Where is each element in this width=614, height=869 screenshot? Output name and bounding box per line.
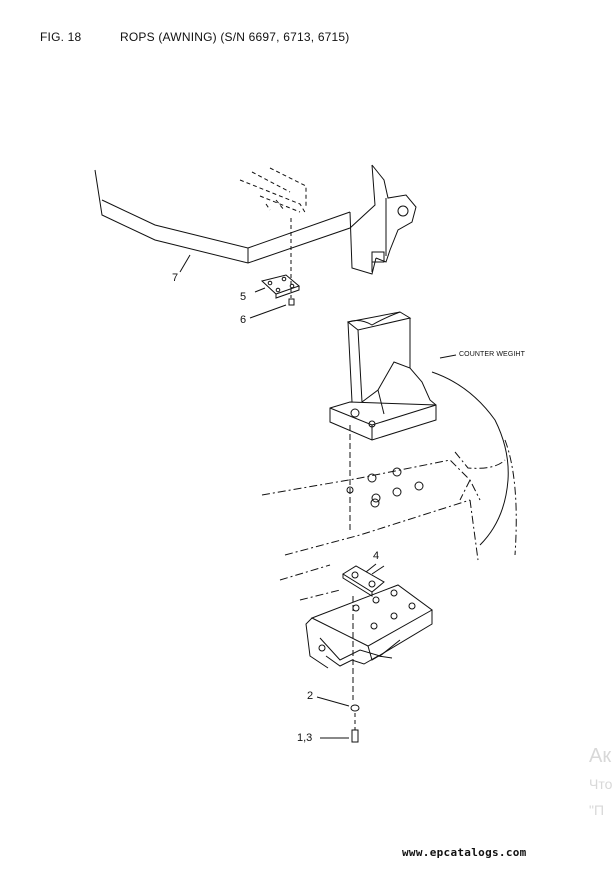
washer-part-2 <box>316 696 360 712</box>
figure-title: ROPS (AWNING) (S/N 6697, 6713, 6715) <box>120 30 350 44</box>
rops-frame-drawing <box>94 164 417 275</box>
callout-part-1-3: 1,3 <box>297 732 313 744</box>
counter-weight-drawing <box>261 354 517 601</box>
callout-part-7: 7 <box>172 272 179 284</box>
callout-part-6: 6 <box>240 314 247 326</box>
watermark-line-2: Что <box>589 776 613 792</box>
callout-part-4: 4 <box>373 550 380 562</box>
callout-counter-weight: COUNTER WEGIHT <box>459 351 525 358</box>
footer-url: www.epcatalogs.com <box>402 846 527 859</box>
figure-number: FIG. 18 <box>40 30 82 44</box>
callout-part-2: 2 <box>307 690 314 702</box>
lower-mounting-bracket <box>305 584 433 700</box>
callout-part-5: 5 <box>240 291 247 303</box>
rops-post-mount-drawing <box>329 311 437 530</box>
watermark-line-3: "П <box>589 802 605 818</box>
leader-part-4 <box>365 563 377 573</box>
bolt-part-6 <box>249 218 295 319</box>
watermark-line-1: Ак <box>589 745 612 767</box>
bolt-part-1-3 <box>320 713 359 743</box>
plate-part-4 <box>342 565 385 597</box>
bracket-plate-part-5 <box>254 274 300 299</box>
